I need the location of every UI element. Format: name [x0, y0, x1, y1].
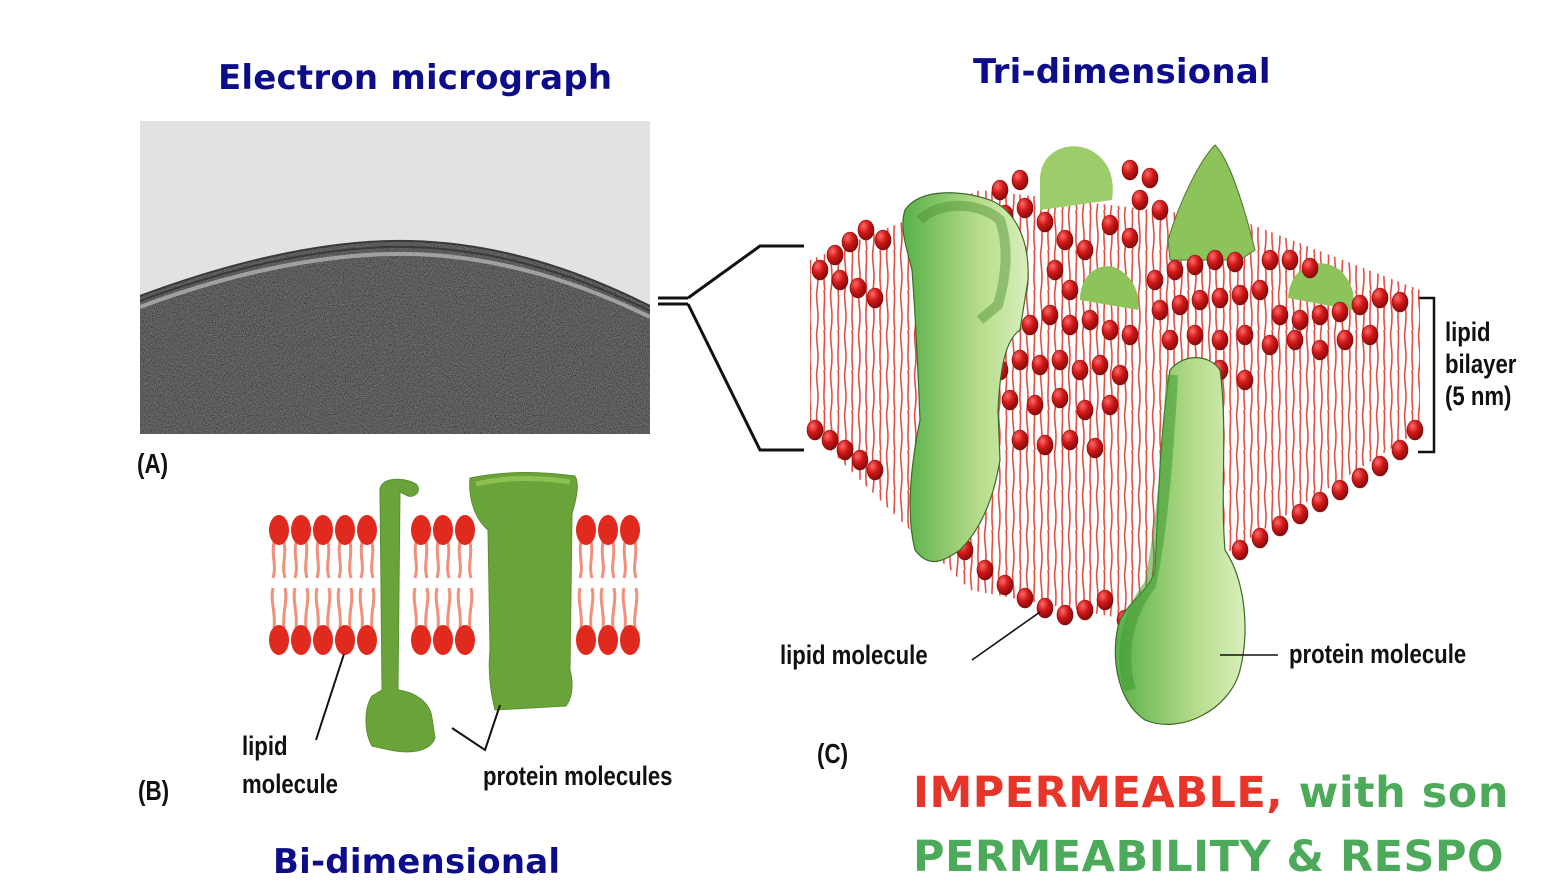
panel-a-label: (A) — [137, 448, 169, 479]
heading-bi-dimensional: Bi-dimensional — [273, 842, 561, 882]
tri-protein-label: protein molecule — [1289, 639, 1467, 669]
lipid-group-middle — [409, 513, 477, 657]
heading-electron-micrograph: Electron micrograph — [218, 58, 613, 98]
bottom-text-line2: PERMEABILITY & RESPO — [913, 832, 1505, 882]
lipid-group-right — [574, 513, 642, 657]
protein-large-left — [902, 192, 1029, 563]
bilayer-label-line3: (5 nm) — [1445, 381, 1512, 411]
protein-thin — [365, 478, 436, 753]
with-some-text: with son — [1283, 768, 1509, 818]
heading-tri-dimensional: Tri-dimensional — [973, 52, 1271, 92]
bi-lipid-label-line1: lipid — [242, 731, 288, 761]
bilayer-label-line1: lipid — [1445, 317, 1491, 347]
bi-lipid-label-line2: molecule — [242, 769, 338, 799]
bottom-text-line1: IMPERMEABLE, with son — [913, 768, 1509, 818]
bilayer-3d-diagram — [806, 144, 1424, 725]
panel-c-label: (C) — [817, 738, 849, 769]
bilayer-label-line2: bilayer — [1445, 349, 1517, 379]
protein-wide — [469, 472, 578, 711]
bilayer-2d-diagram — [267, 472, 642, 753]
tri-lipid-label: lipid molecule — [780, 640, 928, 670]
panel-b-label: (B) — [138, 775, 170, 806]
protein-dome-mid — [1080, 266, 1139, 310]
lipid-group-left — [267, 513, 379, 657]
impermeable-text: IMPERMEABLE, — [913, 768, 1284, 818]
electron-micrograph-image — [140, 121, 650, 434]
micrograph-texture — [140, 121, 650, 434]
bi-protein-label: protein molecules — [483, 761, 673, 791]
protein-back-cone — [1167, 144, 1256, 261]
protein-back-dome — [1040, 146, 1113, 210]
